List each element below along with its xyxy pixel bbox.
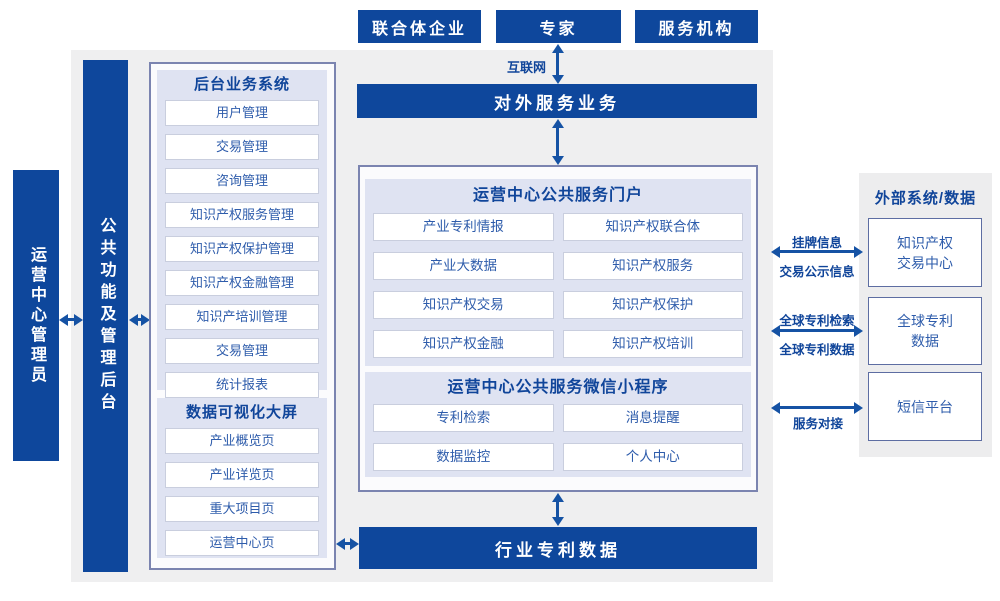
backend-item: 交易管理 (165, 134, 319, 160)
backend-system-panel: 后台业务系统 用户管理 交易管理 咨询管理 知识产权服务管理 知识产权保护管理 … (157, 70, 327, 398)
dataviz-to-industry-double-arrow-icon (345, 542, 350, 545)
miniprogram-panel: 运营中心公共服务微信小程序 专利检索 消息提醒 数据监控 个人中心 (365, 372, 751, 477)
backend-item: 知识产权保护管理 (165, 236, 319, 262)
listing-info-label: 挂牌信息 (791, 236, 842, 250)
portal-item: 知识产权金融 (373, 330, 554, 358)
external-service-bar: 对外服务业务 (357, 84, 757, 118)
dataviz-item: 产业概览页 (165, 428, 319, 454)
public-function-backend-label: 公共功能及管理后台 (97, 217, 115, 415)
external-box-sms-platform: 短信平台 (868, 372, 982, 441)
listing-info-double-arrow-icon (780, 250, 854, 253)
dataviz-item: 重大项目页 (165, 496, 319, 522)
industry-patent-data-bar: 行业专利数据 (359, 527, 757, 569)
miniprogram-title: 运营中心公共服务微信小程序 (447, 379, 669, 396)
portal-items-grid: 产业专利情报 知识产权联合体 产业大数据 知识产权服务 知识产权交易 知识产权保… (365, 213, 751, 358)
ext-box-line: 知识产权 (897, 234, 953, 251)
portal-title: 运营中心公共服务门户 (472, 187, 643, 204)
backend-item: 用户管理 (165, 100, 319, 126)
miniprogram-item: 个人中心 (562, 443, 743, 471)
actor-service-org-label: 服务机构 (658, 20, 735, 38)
portal-item: 知识产权联合体 (562, 213, 743, 241)
actor-expert: 专家 (496, 10, 621, 43)
portal-item: 知识产权交易 (373, 291, 554, 319)
backend-system-title: 后台业务系统 (193, 76, 290, 93)
global-patent-double-arrow-icon (780, 329, 854, 332)
portal-item: 知识产权培训 (562, 330, 743, 358)
dataviz-item: 运营中心页 (165, 530, 319, 556)
dataviz-title: 数据可视化大屏 (185, 404, 298, 421)
actor-consortium-label: 联合体企业 (371, 20, 467, 38)
dataviz-panel: 数据可视化大屏 产业概览页 产业详览页 重大项目页 运营中心页 (157, 398, 327, 558)
admin-backend-double-arrow-icon (68, 318, 74, 321)
miniprogram-item: 数据监控 (373, 443, 554, 471)
external-service-bar-label: 对外服务业务 (494, 93, 620, 113)
portal-item: 产业专利情报 (373, 213, 554, 241)
operation-admin-bar: 运营中心管理员 (13, 170, 59, 461)
portal-item: 知识产权服务 (562, 252, 743, 280)
backend-item: 咨询管理 (165, 168, 319, 194)
service-to-portal-double-arrow-icon (556, 128, 559, 156)
internet-double-arrow-icon (556, 53, 559, 75)
internet-label: 互联网 (506, 60, 546, 75)
service-dock-label: 服务对接 (792, 417, 843, 431)
ext-box-line: 短信平台 (897, 398, 953, 415)
external-box-global-patent-data: 全球专利 数据 (868, 297, 982, 365)
portal-item: 知识产权保护 (562, 291, 743, 319)
backend-item: 知识产权金融管理 (165, 270, 319, 296)
ext-box-line: 全球专利 (897, 313, 953, 329)
ext-box-line: 交易中心 (897, 254, 953, 271)
external-systems-title: 外部系统/数据 (874, 190, 977, 207)
miniprogram-items-grid: 专利检索 消息提醒 数据监控 个人中心 (365, 404, 751, 471)
trade-publicity-label: 交易公示信息 (779, 265, 855, 279)
dataviz-item: 产业详览页 (165, 462, 319, 488)
miniprogram-item: 消息提醒 (562, 404, 743, 432)
public-function-backend-bar: 公共功能及管理后台 (83, 60, 128, 572)
actor-service-organization: 服务机构 (635, 10, 758, 43)
portal-item: 产业大数据 (373, 252, 554, 280)
external-systems-panel: 外部系统/数据 知识产权 交易中心 全球专利 数据 短信平台 (859, 173, 992, 457)
actor-expert-label: 专家 (539, 20, 578, 38)
portal-to-industry-double-arrow-icon (556, 502, 559, 517)
external-box-ip-trade-center: 知识产权 交易中心 (868, 218, 982, 287)
miniprogram-item: 专利检索 (373, 404, 554, 432)
backend-system-double-arrow-icon (138, 318, 141, 321)
backend-item: 知识产培训管理 (165, 304, 319, 330)
backend-item: 知识产权服务管理 (165, 202, 319, 228)
backend-item: 交易管理 (165, 338, 319, 364)
portal-panel: 运营中心公共服务门户 产业专利情报 知识产权联合体 产业大数据 知识产权服务 知… (365, 179, 751, 366)
global-patent-search-label: 全球专利检索 (779, 314, 855, 328)
global-patent-data-label: 全球专利数据 (779, 343, 855, 357)
actor-consortium-enterprise: 联合体企业 (358, 10, 481, 43)
industry-patent-data-label: 行业专利数据 (495, 540, 621, 560)
ext-box-line: 数据 (911, 333, 939, 349)
operation-admin-label: 运营中心管理员 (28, 245, 45, 386)
service-dock-double-arrow-icon (780, 406, 854, 409)
backend-item: 统计报表 (165, 372, 319, 398)
